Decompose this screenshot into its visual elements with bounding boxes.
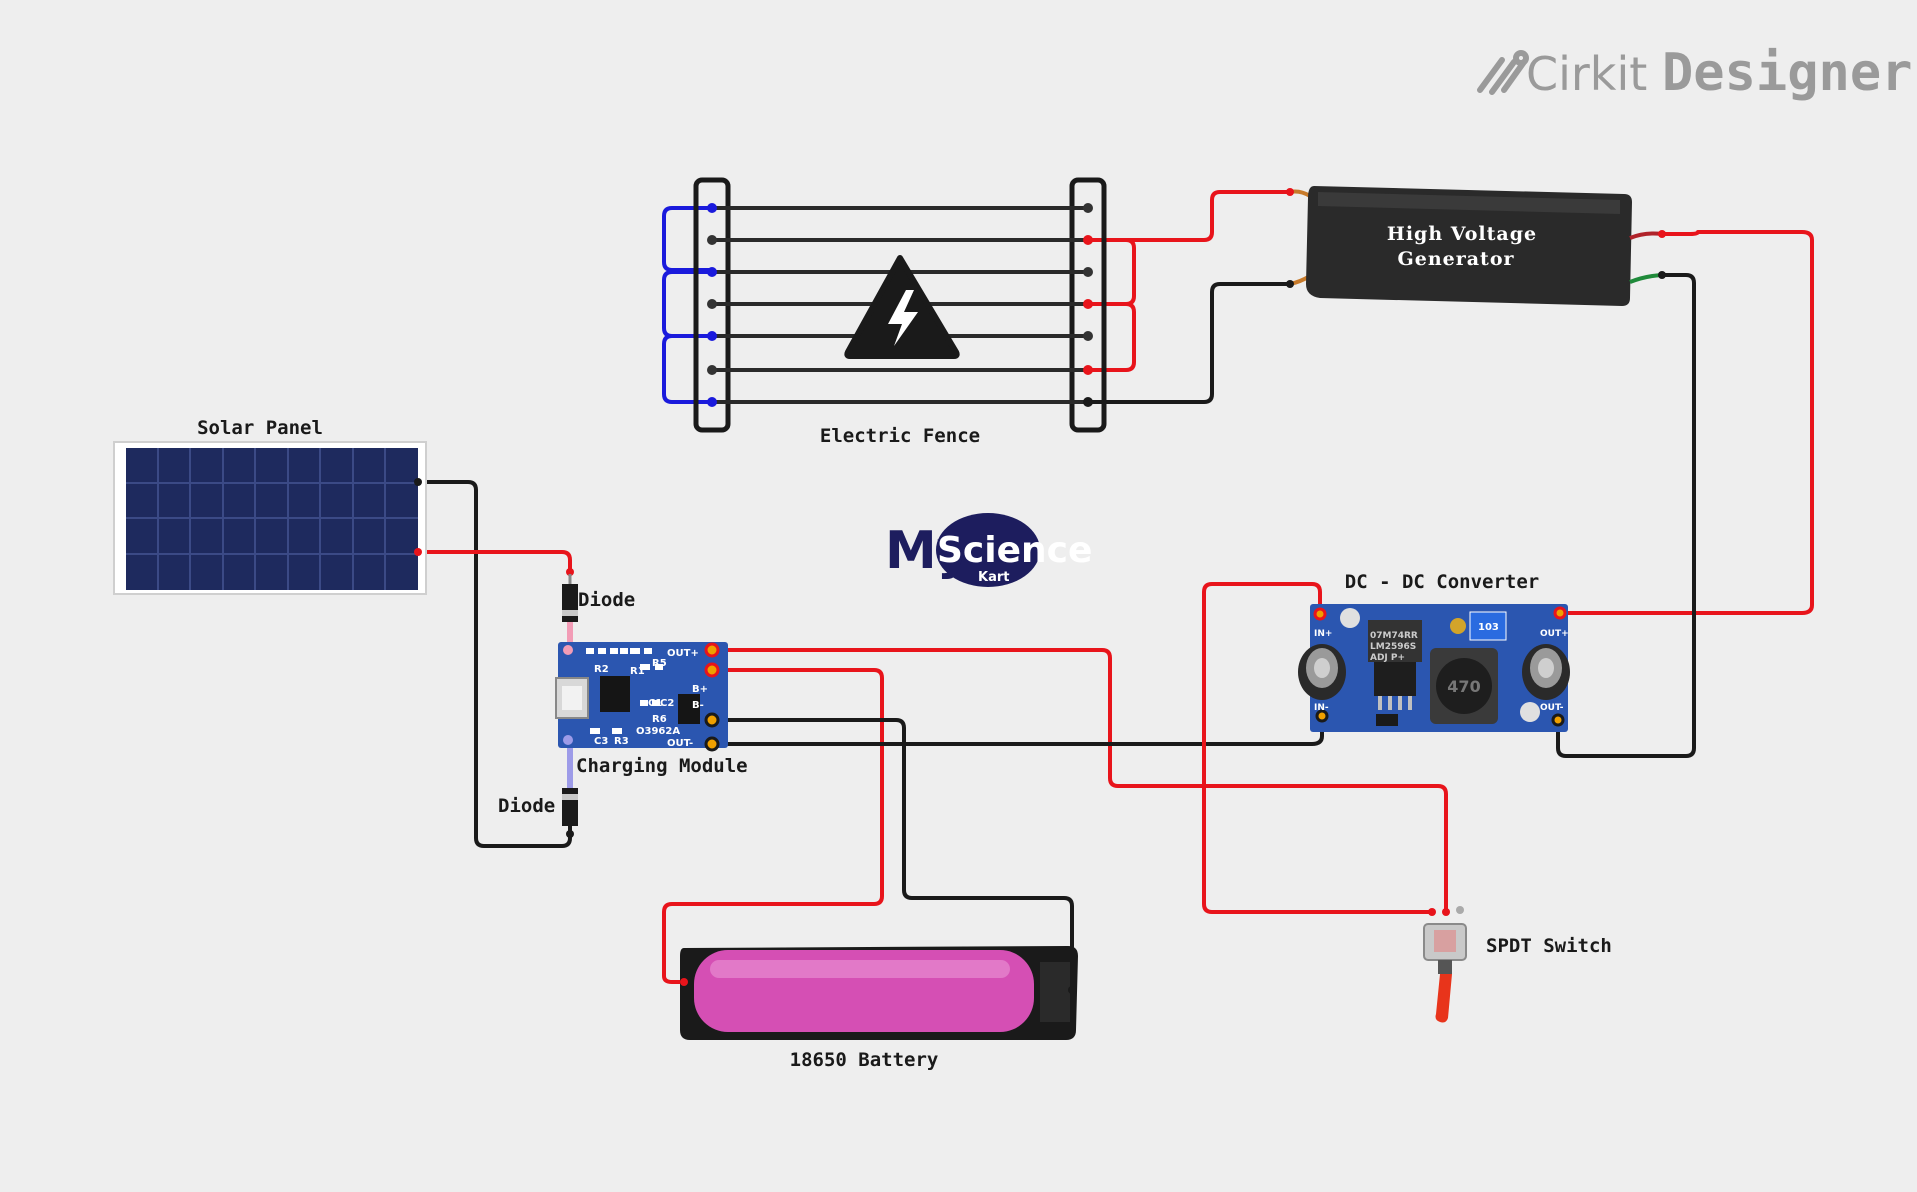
usb-port-inner <box>562 686 582 710</box>
pin-out-minus: OUT- <box>667 738 693 749</box>
logo-my-text: My <box>885 521 971 581</box>
wire-out-plus-switch <box>712 648 1448 912</box>
logo-kart-text: Kart <box>978 570 1009 585</box>
ic-text-1: 07M74RR <box>1370 631 1418 641</box>
battery-highlight <box>710 960 1010 978</box>
logo-ellipse <box>936 513 1040 587</box>
r3-label: R3 <box>614 736 629 747</box>
diode-top-band <box>562 610 578 616</box>
solar-panel[interactable]: Solar Panel <box>113 417 427 595</box>
charger-ic <box>600 676 630 712</box>
battery-label: 18650 Battery <box>790 1049 939 1071</box>
pin-b-minus: B- <box>692 700 704 711</box>
wire-solar-red <box>418 550 572 572</box>
diode-top-label: Diode <box>578 589 635 611</box>
diode-top[interactable]: Diode <box>562 568 635 622</box>
dc-dc-converter[interactable]: 07M74RR LM2596S ADJ P+ 470 103 IN+ IN- O… <box>1298 571 1570 732</box>
fence-wires <box>712 206 1088 404</box>
toggle-lever[interactable] <box>1435 974 1453 1023</box>
spdt-switch-label: SPDT Switch <box>1486 935 1612 957</box>
mount-hole-1 <box>1340 608 1360 628</box>
wire-switch-converter <box>1202 582 1432 914</box>
high-voltage-warning-icon <box>844 255 960 359</box>
wire-hv-converter-red <box>1560 230 1814 615</box>
output-capacitor <box>1522 644 1570 700</box>
cirkit-logo-icon <box>1477 50 1529 95</box>
brand-cirkit-text: Cirkit <box>1526 47 1647 101</box>
wire-out-minus-converter <box>712 716 1324 746</box>
r2-label: R2 <box>594 664 609 675</box>
switch-window <box>1434 930 1456 952</box>
ic-text-2: LM2596S <box>1370 642 1416 652</box>
brand-designer-text: Designer <box>1662 43 1912 103</box>
diode-bottom-body <box>562 788 578 826</box>
dc-dc-converter-label: DC - DC Converter <box>1345 571 1539 593</box>
pot-screw <box>1450 618 1466 634</box>
fence-left-jumpers <box>662 206 712 404</box>
pin-out-plus: OUT+ <box>667 648 699 659</box>
diode-top-body <box>562 584 578 622</box>
pin-b-plus: B+ <box>692 684 708 695</box>
pin-in-minus: IN- <box>1314 703 1329 713</box>
electric-fence-label: Electric Fence <box>820 425 980 447</box>
wire-fence-hv-red <box>1088 190 1290 242</box>
hv-generator-label-line1: High Voltage <box>1387 223 1537 245</box>
r6-label: R6 <box>652 714 667 725</box>
battery-18650[interactable]: 18650 Battery <box>680 946 1078 1071</box>
hv-generator-body <box>1306 186 1632 306</box>
inductor-text: 470 <box>1447 677 1480 696</box>
hv-generator-label-line2: Generator <box>1398 248 1515 270</box>
wire-bminus-battery <box>712 718 1074 990</box>
charging-module-pads <box>563 642 720 752</box>
hv-output-lead-green <box>1629 273 1663 284</box>
solar-panel-grid <box>126 448 418 590</box>
mount-hole-2 <box>1520 702 1540 722</box>
fence-terminals <box>707 203 1093 407</box>
pin-in-plus: IN+ <box>1314 629 1332 639</box>
wire-solar-black <box>418 480 572 848</box>
high-voltage-generator[interactable]: High Voltage Generator <box>1286 186 1666 306</box>
regulator-ic <box>1368 620 1422 662</box>
trim-potentiometer[interactable] <box>1469 611 1507 641</box>
switch-bushing <box>1438 960 1452 974</box>
c2-label: C2 <box>660 698 674 709</box>
electric-fence[interactable]: Electric Fence <box>693 177 1107 447</box>
diode-bottom-band <box>562 794 578 800</box>
c3-label: C3 <box>594 736 608 747</box>
charging-module[interactable]: OUT+ B+ B- OUT- O3962A R2 R1 C3 R3 C1 C2… <box>555 642 748 777</box>
hv-output-lead-red <box>1629 231 1663 240</box>
pin-out-plus-conv: OUT+ <box>1540 629 1569 639</box>
logo-science-text: Science <box>937 530 1092 571</box>
myscience-kart-logo: My Science Kart <box>885 513 1092 587</box>
ic-text-3: ADJ P+ <box>1370 653 1405 663</box>
protection-ic <box>678 694 700 724</box>
solar-panel-label: Solar Panel <box>197 417 323 439</box>
wire-hv-converter-black <box>1556 273 1696 758</box>
regulator-pins <box>1378 696 1412 710</box>
c1-label: C1 <box>648 698 662 709</box>
pin-out-minus-conv: OUT- <box>1540 703 1564 713</box>
diode-bottom[interactable]: Diode <box>498 788 578 838</box>
charging-module-label: Charging Module <box>576 755 748 777</box>
spdt-switch[interactable]: SPDT Switch <box>1423 906 1612 1023</box>
input-capacitor <box>1298 644 1346 700</box>
chip-label: O3962A <box>636 726 680 737</box>
wire-bplus-battery <box>662 668 884 984</box>
battery-negative-terminal <box>1040 962 1070 1022</box>
diode-bottom-label: Diode <box>498 795 555 817</box>
fence-right-jumpers <box>1088 238 1136 372</box>
smd-parts <box>586 648 663 734</box>
diode-smd <box>1376 714 1398 726</box>
r5-label: R5 <box>652 658 667 669</box>
wire-fence-hv-black <box>1088 282 1290 404</box>
pot-text: 103 <box>1478 622 1499 633</box>
cirkit-designer-logo: Cirkit Designer <box>1477 43 1912 103</box>
wires <box>418 190 1814 990</box>
r1-label: R1 <box>630 666 645 677</box>
